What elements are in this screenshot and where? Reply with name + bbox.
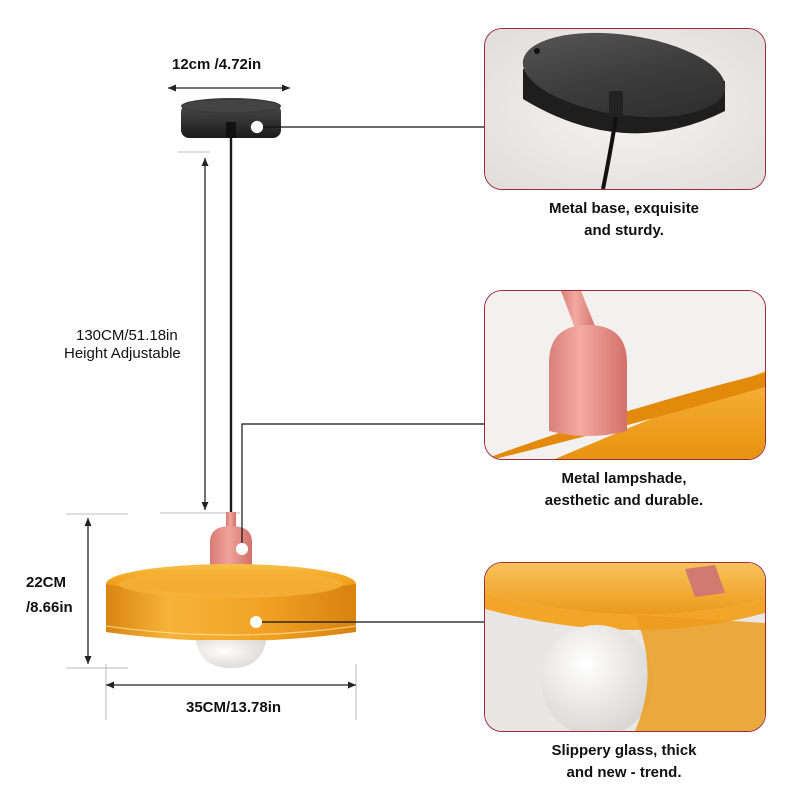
- caption-base-line2: and sturdy.: [584, 222, 664, 239]
- caption-base-line1: Metal base, exquisite: [548, 200, 700, 217]
- callout-dot-holder: [236, 543, 248, 555]
- detail-panel-glass: [484, 562, 766, 732]
- shade-height-label-1: 22CM: [26, 574, 67, 591]
- ceiling-base: [181, 98, 281, 138]
- leader-lines: [236, 120, 484, 628]
- caption-glass: Slippery glass, thick and new - trend.: [484, 740, 764, 784]
- caption-glass-line1: Slippery glass, thick: [551, 742, 697, 759]
- cord-note-label: Height Adjustable: [64, 345, 181, 362]
- shade-detail-image: [485, 291, 765, 459]
- caption-shade: Metal lampshade, aesthetic and durable.: [484, 468, 764, 512]
- lamp-holder: [210, 512, 252, 570]
- glass-detail-image: [485, 563, 765, 731]
- shade-height-label-2: /8.66in: [26, 599, 73, 616]
- lamp-shade: [105, 564, 357, 641]
- callout-dot-base: [250, 120, 264, 134]
- cord-length-label: 130CM/51.18in: [76, 327, 178, 344]
- caption-shade-line1: Metal lampshade,: [561, 470, 687, 487]
- detail-panel-shade: [484, 290, 766, 460]
- callout-dot-shade: [250, 616, 262, 628]
- detail-panel-base: [484, 28, 766, 190]
- base-detail-image: [485, 29, 765, 189]
- base-width-label: 12cm /4.72in: [172, 56, 262, 73]
- shade-height-dimension: [66, 513, 128, 669]
- light-bulb: [196, 640, 266, 668]
- caption-shade-line2: aesthetic and durable.: [544, 492, 704, 509]
- shade-width-dimension: [105, 664, 357, 720]
- shade-width-label: 35CM/13.78in: [186, 699, 282, 716]
- caption-base: Metal base, exquisite and sturdy.: [484, 198, 764, 242]
- base-width-dimension: [168, 84, 290, 92]
- caption-glass-line2: and new - trend.: [566, 764, 682, 781]
